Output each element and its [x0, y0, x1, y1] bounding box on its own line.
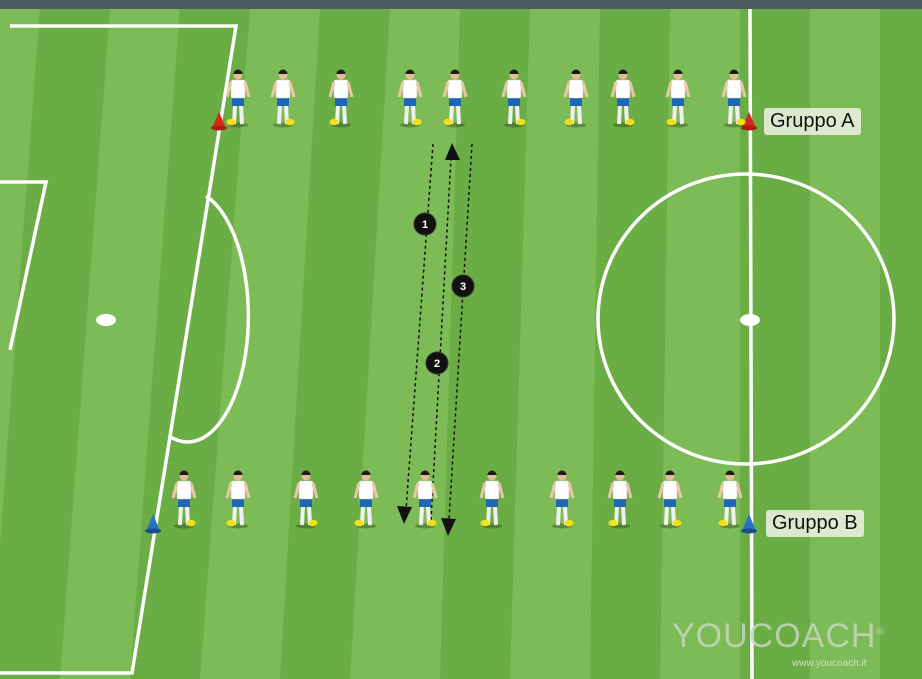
logo-text: YOUCOACH	[672, 617, 876, 655]
center-spot	[740, 314, 760, 326]
svg-text:3: 3	[460, 281, 466, 293]
ball-icon	[517, 119, 526, 125]
ball-icon	[565, 520, 574, 526]
logo-registered: ®	[876, 627, 884, 638]
halfway-line	[750, 9, 752, 679]
ball-icon	[667, 119, 676, 125]
ball-icon	[309, 520, 318, 526]
ball-icon	[444, 119, 453, 125]
ball-icon	[737, 119, 746, 125]
ball-icon	[286, 119, 295, 125]
step-marker-1: 1	[414, 213, 436, 235]
youcoach-logo: YOUCOACH®	[672, 617, 885, 656]
svg-text:1: 1	[422, 219, 428, 231]
top-bar	[0, 0, 922, 9]
svg-text:2: 2	[434, 358, 440, 370]
ball-icon	[428, 520, 437, 526]
group-a-label: Gruppo A	[764, 108, 861, 135]
ball-icon	[626, 119, 635, 125]
step-marker-2: 2	[426, 352, 448, 374]
ball-icon	[481, 520, 490, 526]
ball-icon	[673, 520, 682, 526]
logo-url: www.youcoach.it	[792, 658, 866, 669]
ball-icon	[719, 520, 728, 526]
step-marker-3: 3	[452, 275, 474, 297]
ball-icon	[609, 520, 618, 526]
ball-icon	[565, 119, 574, 125]
ball-icon	[330, 119, 339, 125]
ball-icon	[413, 119, 422, 125]
ball-icon	[187, 520, 196, 526]
ball-icon	[227, 520, 236, 526]
ball-icon	[355, 520, 364, 526]
group-b-label: Gruppo B	[766, 510, 864, 537]
ball-icon	[227, 119, 236, 125]
penalty-spot	[96, 314, 116, 326]
